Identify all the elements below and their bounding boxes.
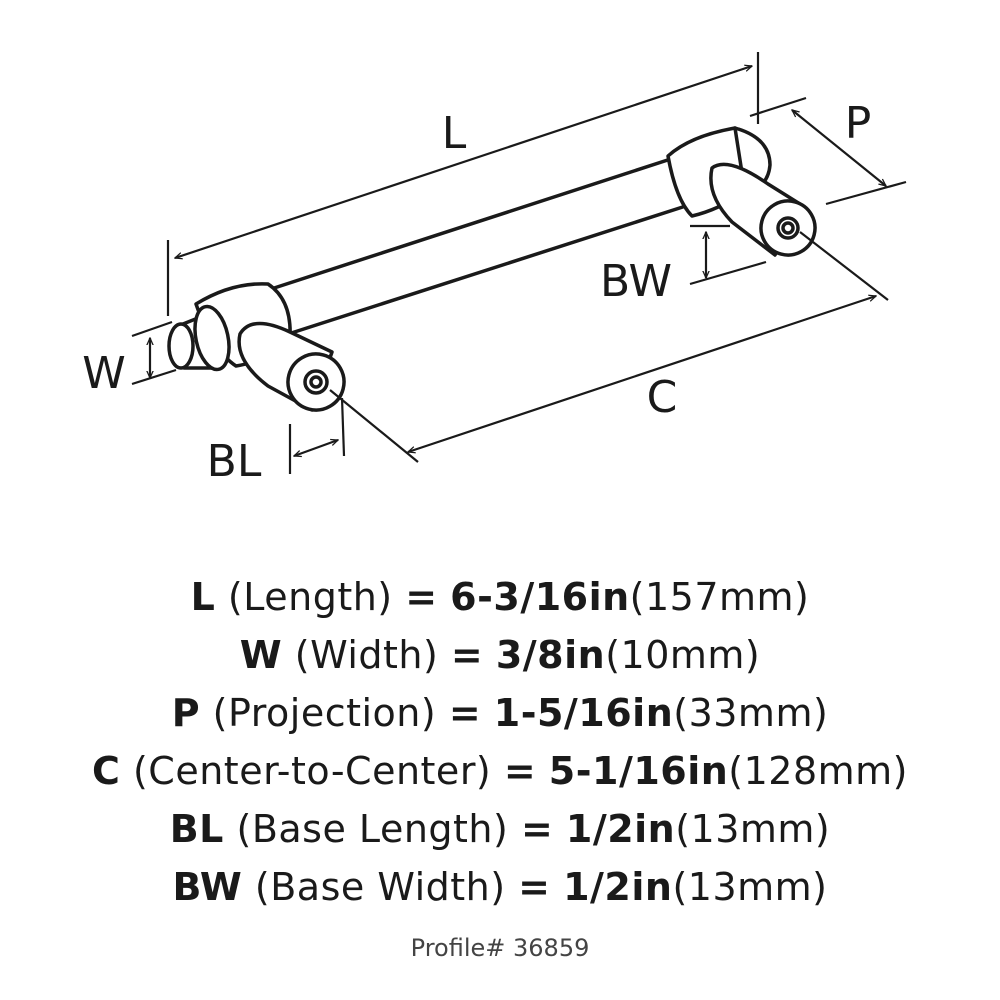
spec-imperial: 3/8in [495, 633, 606, 677]
spec-metric: (13mm) [675, 807, 831, 851]
spec-equals: = [405, 575, 438, 619]
spec-row-length: L (Length) = 6-3/16in(157mm) [0, 568, 1000, 626]
spec-code: BW [172, 865, 243, 909]
spec-name: (Base Length) [236, 807, 509, 851]
spec-row-width: W (Width) = 3/8in(10mm) [0, 626, 1000, 684]
profile-number: Profile# 36859 [410, 934, 590, 962]
spec-imperial: 6-3/16in [450, 575, 630, 619]
spec-row-projection: P (Projection) = 1-5/16in(33mm) [0, 684, 1000, 742]
dim-line-P [792, 110, 886, 186]
dim-label-BW: BW [600, 256, 672, 307]
spec-code: BL [169, 807, 224, 851]
spec-metric: (10mm) [605, 633, 761, 677]
spec-code: P [171, 691, 201, 735]
spec-imperial: 1/2in [563, 865, 673, 909]
dim-label-C: C [647, 372, 678, 423]
dim-line-C [408, 296, 876, 452]
spec-code: W [239, 633, 283, 677]
dim-label-P: P [845, 98, 872, 149]
dim-line-L [175, 66, 752, 258]
handle-dimension-diagram: L P BW W C BL [82, 52, 907, 487]
spec-list: L (Length) = 6-3/16in(157mm) W (Width) =… [0, 568, 1000, 916]
spec-code: L [190, 575, 216, 619]
spec-name: (Projection) [212, 691, 437, 735]
spec-metric: (13mm) [672, 865, 828, 909]
spec-metric: (157mm) [629, 575, 810, 619]
spec-row-base-width: BW (Base Width) = 1/2in(13mm) [0, 858, 1000, 916]
spec-equals: = [448, 691, 482, 735]
spec-metric: (33mm) [673, 691, 829, 735]
spec-imperial: 1-5/16in [493, 691, 674, 735]
dim-label-L: L [442, 108, 467, 159]
dim-label-BL: BL [207, 436, 262, 487]
spec-row-center-to-center: C (Center-to-Center) = 5-1/16in(128mm) [0, 742, 1000, 800]
spec-name: (Center-to-Center) [132, 749, 492, 793]
dim-line-BL [294, 440, 338, 456]
spec-equals: = [503, 749, 537, 793]
spec-name: (Length) [227, 575, 393, 619]
spec-imperial: 1/2in [565, 807, 676, 851]
spec-equals: = [520, 807, 554, 851]
pull-bar [266, 154, 694, 338]
spec-equals: = [518, 865, 551, 909]
spec-imperial: 5-1/16in [548, 749, 729, 793]
spec-name: (Width) [294, 633, 439, 677]
spec-row-base-length: BL (Base Length) = 1/2in(13mm) [0, 800, 1000, 858]
spec-equals: = [450, 633, 484, 677]
spec-metric: (128mm) [728, 749, 909, 793]
spec-code: C [91, 749, 121, 793]
spec-name: (Base Width) [254, 865, 506, 909]
dim-label-W: W [82, 348, 126, 399]
dimension-lines [131, 52, 907, 474]
